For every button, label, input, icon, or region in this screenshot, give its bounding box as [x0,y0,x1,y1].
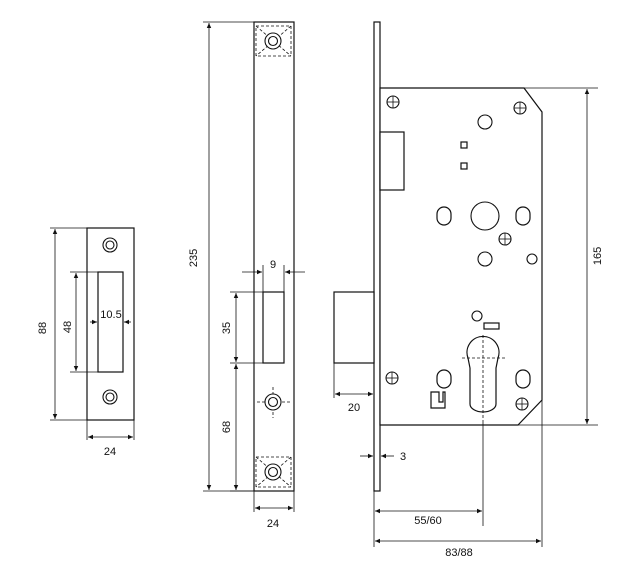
dim-faceplate-slot-offset: 68 [221,364,254,492]
dim-label-88: 88 [37,322,49,334]
dim-label-35: 35 [221,322,233,334]
dim-label-24-strike: 24 [104,446,116,458]
case-square-hole-1 [460,141,468,149]
case-screw-bottom-left [385,371,399,385]
case-small-slot [483,322,500,330]
dim-label-20: 20 [348,402,360,414]
dim-label-24-faceplate: 24 [267,518,279,530]
faceplate-screw-hole-bottom [255,456,292,488]
strike-opening [97,271,124,373]
dim-label-55-60: 55/60 [414,515,442,527]
case-square-hole-2 [460,162,468,170]
dim-faceplate-width: 24 [253,491,295,530]
faceplate-view: 235 9 35 68 24 [188,21,305,530]
dim-label-235: 235 [188,249,200,267]
dim-backset: 55/60 [373,420,484,547]
slot-hole-left [436,206,452,226]
faceplate-latch-slot [262,291,285,364]
dim-faceplate-length: 235 [188,21,254,492]
spindle-hole [470,201,500,231]
slot-hole-right [515,206,531,226]
dim-plate-thickness: 3 [360,451,406,463]
dim-label-9: 9 [270,259,276,271]
case-hole-small [471,310,483,322]
dim-body-height: 165 [518,87,604,426]
dim-latch-projection: 20 [333,363,373,414]
case-hole-right [526,253,538,265]
dim-label-3: 3 [400,451,406,463]
dim-strike-height: 88 [37,227,87,421]
faceplate [253,21,295,492]
case-hole-top [477,114,493,130]
lock-body-view [333,21,543,492]
dim-case-depth: 83/88 [375,400,543,559]
case-screw-bottom-right [515,397,529,411]
latch-bolt [333,291,375,364]
dim-strike-width: 24 [86,420,135,458]
strike-plate-view: 88 48 10.5 24 [37,227,135,458]
case-screw-top-left [386,95,400,109]
case-notch [430,391,446,409]
faceplate-screw-hole-top [255,25,292,57]
dim-label-165: 165 [592,247,604,265]
dim-strike-opening-width: 10.5 [90,309,131,325]
deadbolt-slot [379,131,405,191]
dim-label-10-5: 10.5 [100,309,121,321]
case-screw-center [498,232,512,246]
lock-forend [373,21,381,492]
faceplate-screw-hole-middle [257,387,290,418]
dim-strike-opening: 48 [62,271,98,373]
dim-faceplate-slot-height: 35 [221,291,263,364]
dim-label-68: 68 [221,421,233,433]
dim-label-83-88: 83/88 [445,547,473,559]
slot-hole-lower-left [436,369,452,389]
strike-screw-hole-top [102,237,118,253]
dim-label-48: 48 [62,321,74,333]
slot-hole-lower-right [515,369,531,389]
strike-screw-hole-bottom [102,389,118,405]
dim-faceplate-slot-width: 9 [242,259,305,292]
case-screw-top-right [513,101,527,115]
case-hole-mid [477,251,493,267]
